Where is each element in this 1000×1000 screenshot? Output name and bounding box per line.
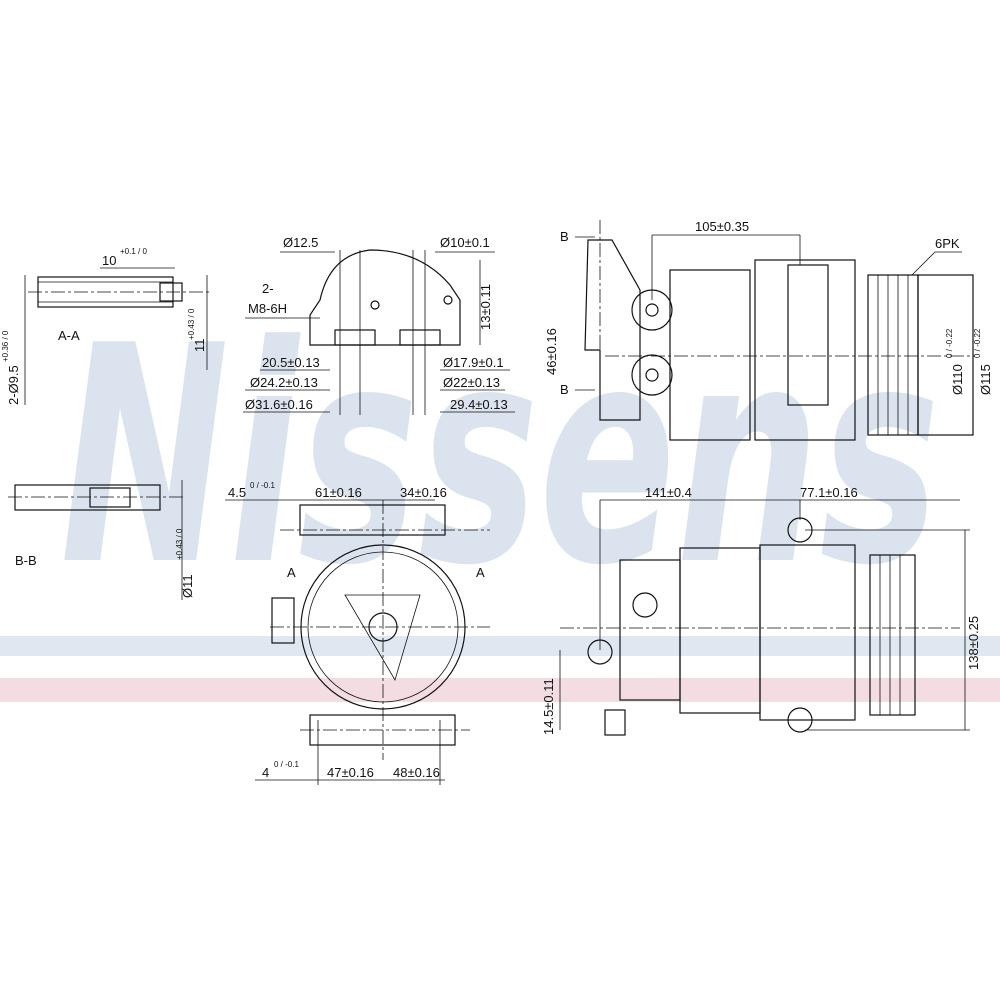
pulley-outer-diameter: Ø115: [978, 364, 993, 395]
front-offset-tol: 0 / -0.1: [250, 481, 275, 490]
front-width-1: 61±0.16: [315, 485, 362, 500]
bottom-offset: 4: [262, 765, 269, 780]
side-height: 138±0.25: [966, 616, 981, 670]
section-mark-b-top: B: [560, 229, 569, 244]
section-bb: B-B Ø11 +0.43 / 0: [8, 480, 195, 600]
flange-thread: M8-6H: [248, 301, 287, 316]
flange-right-dim-3: 29.4±0.13: [450, 397, 508, 412]
section-mark-a-left: A: [287, 565, 296, 580]
port-spacing: 46±0.16: [544, 328, 559, 375]
bottom-width-2: 48±0.16: [393, 765, 440, 780]
flange-thread-count: 2-: [262, 281, 274, 296]
section-aa-label: A-A: [58, 328, 80, 343]
aa-bore-tol: +0.36 / 0: [1, 330, 10, 362]
bb-width-value: Ø11: [180, 574, 195, 598]
flange-right-dim-2: Ø22±0.13: [443, 375, 500, 390]
compressor-front-view: 4.5 0 / -0.1 61±0.16 34±0.16 A A 4 0 / -…: [225, 481, 490, 785]
flange-d1: Ø12.5: [283, 235, 318, 250]
bottom-offset-tol: 0 / -0.1: [274, 760, 299, 769]
pulley-inner-diameter: Ø110: [950, 364, 965, 395]
compressor-top-view: B B 105±0.35 6PK 46±0.16 Ø110 0 / -0.22 …: [544, 219, 993, 441]
front-width-2: 34±0.16: [400, 485, 447, 500]
compressor-side-view: 141±0.4 77.1±0.16 14.5±0.11 138±0.25: [541, 485, 981, 736]
pulley-inner-diameter-tol: 0 / -0.22: [945, 328, 954, 358]
flange-d2: Ø10±0.1: [440, 235, 490, 250]
aa-length-tol: +0.1 / 0: [120, 247, 147, 256]
aa-width-tol: +0.43 / 0: [187, 308, 196, 340]
pulley-position: 77.1±0.16: [800, 485, 858, 500]
top-span: 105±0.35: [695, 219, 749, 234]
pulley-outer-diameter-tol: 0 / -0.22: [973, 328, 982, 358]
flange-view: Ø12.5 Ø10±0.1 2- M8-6H 13±0.11 20.5±0.13…: [243, 235, 515, 415]
flange-left-dim-2: Ø24.2±0.13: [250, 375, 318, 390]
watermark-band-pink: [0, 678, 1000, 702]
front-offset: 4.5: [228, 485, 246, 500]
aa-length-value: 10: [102, 253, 116, 268]
flange-left-dim-1: 20.5±0.13: [262, 355, 320, 370]
flange-left-dim-3: Ø31.6±0.16: [245, 397, 313, 412]
bb-width-tol: +0.43 / 0: [175, 528, 184, 560]
flange-right-dim-1: Ø17.9±0.1: [443, 355, 504, 370]
section-bb-label: B-B: [15, 553, 37, 568]
aa-bore-value: 2-Ø9.5: [6, 365, 21, 405]
aa-width-value: 11: [192, 339, 207, 353]
section-aa: 10 +0.1 / 0 A-A 2-Ø9.5 +0.36 / 0 11 +0.4…: [1, 247, 210, 405]
bottom-width-1: 47±0.16: [327, 765, 374, 780]
side-length: 141±0.4: [645, 485, 692, 500]
mount-height: 14.5±0.11: [541, 678, 556, 735]
watermark-band-blue: [0, 636, 1000, 656]
flange-height: 13±0.11: [478, 284, 493, 330]
belt-type: 6PK: [935, 236, 960, 251]
section-mark-a-right: A: [476, 565, 485, 580]
section-mark-b-bottom: B: [560, 382, 569, 397]
